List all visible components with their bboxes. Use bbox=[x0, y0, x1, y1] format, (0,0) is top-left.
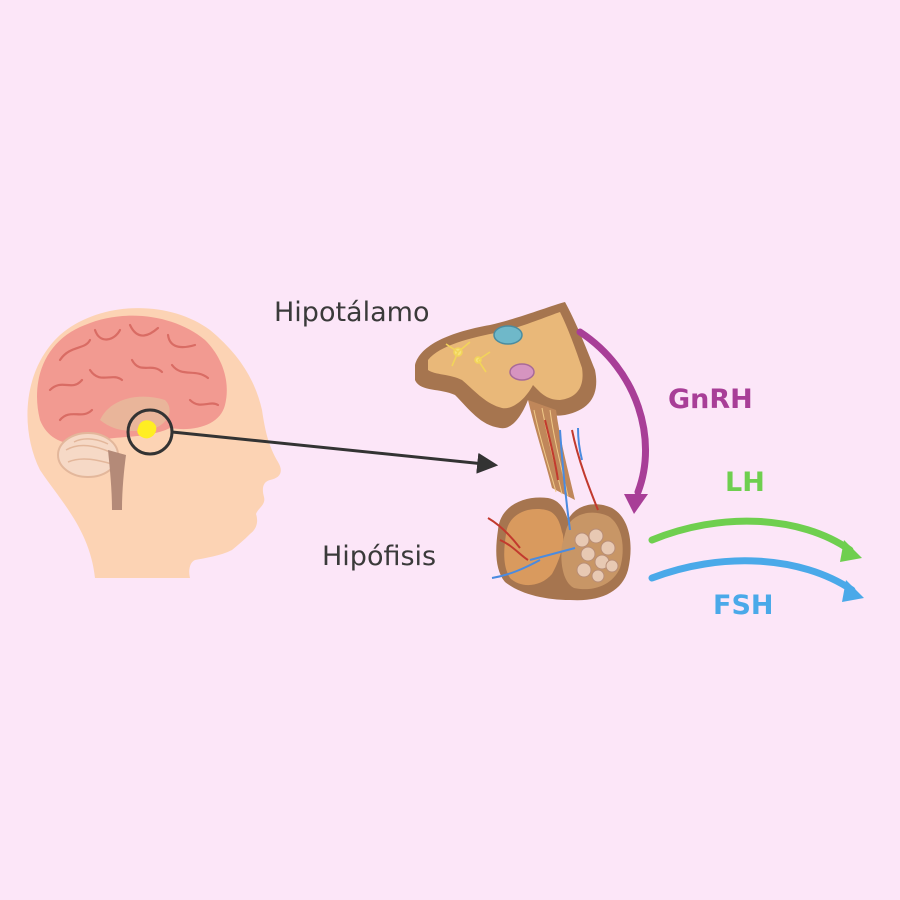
hypothalamus-label: Hipotálamo bbox=[274, 297, 430, 328]
gnrh-arrowhead bbox=[624, 494, 648, 514]
fsh-arrow bbox=[648, 557, 856, 594]
pituitary-label: Hipófisis bbox=[322, 541, 437, 572]
lh-arrow bbox=[648, 517, 854, 554]
lh-label: LH bbox=[725, 467, 765, 498]
gnrh-arrow bbox=[576, 328, 650, 496]
fsh-arrowhead bbox=[842, 580, 864, 602]
pointer-arrow bbox=[171, 430, 499, 474]
hypothalamus-pituitary-icon bbox=[415, 302, 631, 601]
head-icon bbox=[27, 308, 281, 578]
fsh-label: FSH bbox=[713, 590, 774, 621]
gnrh-label: GnRH bbox=[668, 384, 753, 415]
lh-arrowhead bbox=[840, 540, 862, 562]
